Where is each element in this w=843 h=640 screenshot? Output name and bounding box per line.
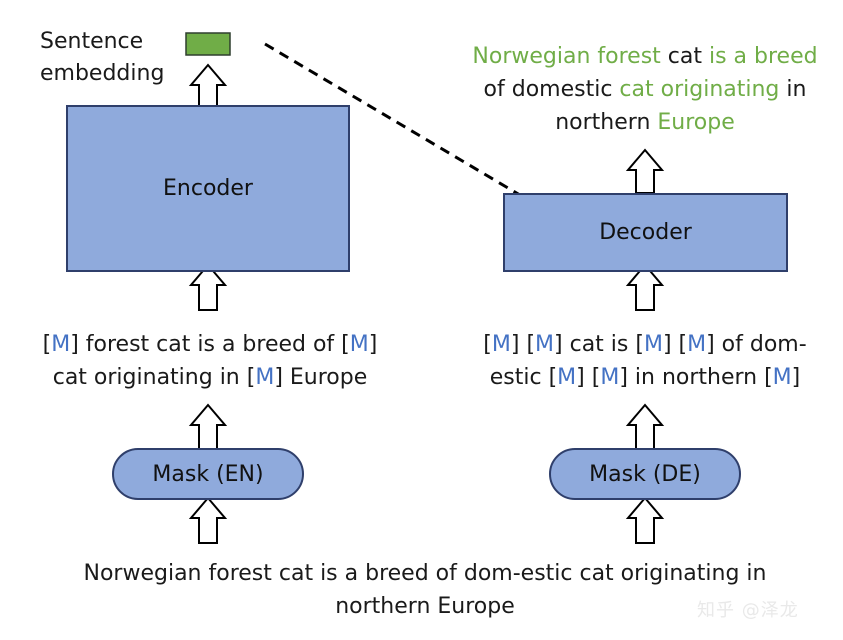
up-arrow-mask-de-to-masked — [625, 403, 665, 451]
mask-de-box: Mask (DE) — [549, 448, 741, 500]
up-arrow-masked-de-to-decoder — [625, 263, 665, 311]
decoder-label: Decoder — [599, 220, 692, 245]
masked-de-line-1: [M] [M] cat is [M] [M] of dom- — [483, 332, 807, 357]
up-arrow-input-to-mask-en — [188, 496, 228, 544]
mask-de-label: Mask (DE) — [589, 461, 701, 487]
up-arrow-decoder-to-output — [625, 148, 665, 194]
masked-de-line-2: estic [M] [M] in northern [M] — [489, 365, 801, 390]
masked-en-line-2: cat originating in [M] Europe — [52, 365, 368, 390]
output-line-1: Norwegian forest cat is a breed — [472, 44, 818, 69]
masked-sentence-en: [M] forest cat is a breed of [M] cat ori… — [20, 328, 400, 394]
output-line-3: northern Europe — [555, 110, 735, 135]
label-line-2: embedding — [40, 61, 165, 86]
encoder-label: Encoder — [163, 176, 253, 201]
up-arrow-encoder-to-embedding — [188, 63, 228, 111]
encoder-box: Encoder — [66, 105, 350, 272]
input-line-1: Norwegian forest cat is a breed of dom-e… — [83, 561, 767, 586]
sentence-embedding-label: Sentence embedding — [40, 26, 164, 90]
input-line-2: northern Europe — [335, 594, 515, 619]
input-sentence: Norwegian forest cat is a breed of dom-e… — [40, 557, 810, 623]
embedding-to-decoder-arrow — [264, 42, 568, 224]
sentence-embedding-vector — [185, 32, 231, 56]
mask-en-label: Mask (EN) — [152, 461, 264, 487]
watermark: 知乎 @泽龙 — [697, 600, 799, 621]
up-arrow-mask-en-to-masked — [188, 403, 228, 451]
output-line-2: of domestic cat originating in — [483, 77, 807, 102]
decoder-output-text: Norwegian forest cat is a breed of domes… — [455, 40, 835, 139]
up-arrow-masked-en-to-encoder — [188, 263, 228, 311]
up-arrow-input-to-mask-de — [625, 496, 665, 544]
decoder-box: Decoder — [503, 193, 788, 272]
label-line-1: Sentence — [40, 29, 144, 54]
mask-en-box: Mask (EN) — [112, 448, 304, 500]
masked-sentence-de: [M] [M] cat is [M] [M] of dom- estic [M]… — [450, 328, 840, 394]
masked-en-line-1: [M] forest cat is a breed of [M] — [42, 332, 378, 357]
